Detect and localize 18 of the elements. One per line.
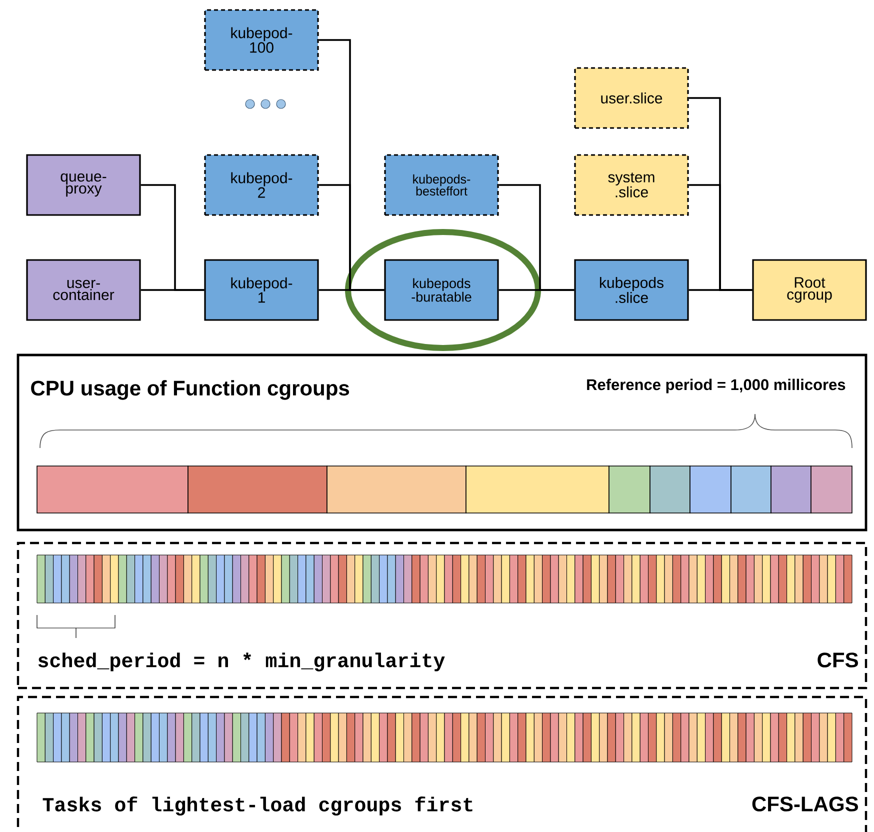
connector-line	[688, 289, 752, 291]
cgroup-box: kubepods -buratable	[384, 259, 499, 321]
connector-line	[498, 289, 574, 291]
connector-line	[140, 289, 204, 291]
pod-box: kubepod- 1	[204, 259, 319, 321]
container-box: queue- proxy	[26, 154, 141, 216]
root-box: Root cgroup	[752, 259, 867, 321]
slice-box: user.slice	[574, 67, 689, 129]
panel: Tasks of lightest-load cgroups first CFS-LAGS	[16, 696, 868, 832]
connector-line	[318, 289, 384, 291]
pod-box: kubepod- 100	[204, 9, 319, 71]
panel: sched_period = n * min_granularity CFS	[16, 542, 868, 690]
slice-box: system .slice	[574, 154, 689, 216]
panel: CPU usage of Function cgroups Reference period = 1,000 millicores	[16, 354, 868, 532]
container-box: user- container	[26, 259, 141, 321]
cgroup-box: kubepods- besteffort	[384, 154, 499, 216]
pod-box: kubepod- 2	[204, 154, 319, 216]
slice-box: kubepods .slice	[574, 259, 689, 321]
